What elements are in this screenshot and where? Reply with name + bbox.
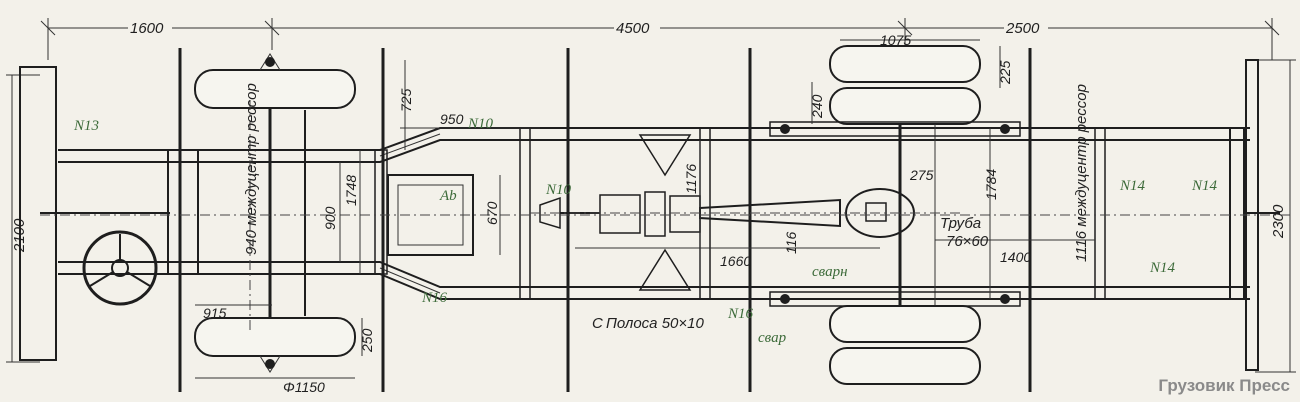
drivetrain — [530, 188, 960, 238]
dim-725: 725 — [398, 88, 414, 112]
pencil-n10-b: N10 — [545, 182, 572, 198]
inner-dimension-lines — [195, 39, 1095, 379]
dim-250: 250 — [359, 328, 375, 353]
rear-springs — [769, 121, 1021, 307]
watermark: Грузовик Пресс — [1158, 376, 1290, 395]
strip-prefix: С — [592, 315, 603, 332]
dim-1748: 1748 — [343, 175, 359, 206]
dim-wheel-diameter: Φ1150 — [283, 379, 325, 395]
pencil-ab: Ab — [439, 188, 457, 204]
dim-wheelbase: 4500 — [616, 20, 650, 37]
dim-915: 915 — [203, 305, 227, 321]
dim-1660: 1660 — [720, 253, 751, 269]
pencil-n10-a: N10 — [467, 116, 494, 132]
rear-right-wheels — [829, 305, 981, 385]
dim-rear-width: 2300 — [1270, 204, 1287, 239]
rear-left-wheels — [829, 45, 981, 125]
pencil-n16-b: N16 — [727, 306, 754, 322]
dim-950: 950 — [440, 111, 464, 127]
dim-1784: 1784 — [983, 169, 999, 200]
dim-1400: 1400 — [1000, 249, 1031, 265]
rear-width-dimension — [1255, 59, 1296, 373]
front-width-dimension — [6, 74, 40, 363]
pencil-n13: N13 — [73, 118, 99, 134]
dim-275: 275 — [909, 167, 934, 183]
dim-225: 225 — [997, 60, 1013, 85]
dim-1176: 1176 — [683, 164, 699, 194]
dim-track-rear: 1075 — [880, 32, 911, 48]
front-right-wheel — [194, 317, 356, 373]
pencil-n16-a: N16 — [421, 290, 448, 306]
front-spring-label: 940 междуцентр рессор — [243, 83, 260, 255]
steering-wheel — [82, 230, 158, 306]
tube-size-label: 76×60 — [946, 233, 989, 250]
dim-900: 900 — [322, 206, 338, 230]
dim-670: 670 — [484, 201, 500, 225]
pencil-svar: свар — [758, 330, 787, 346]
front-left-wheel — [194, 53, 356, 109]
dim-240: 240 — [809, 94, 825, 119]
dim-rear-overhang: 2500 — [1005, 20, 1040, 37]
pencil-n14-c: N14 — [1149, 260, 1176, 276]
body-mount-posts — [178, 48, 1032, 392]
strip-label: Полоса 50×10 — [606, 315, 704, 332]
frame-rails — [58, 127, 1250, 300]
pencil-svarn: сварн — [812, 264, 848, 280]
pencil-n14-a: N14 — [1119, 178, 1146, 194]
tube-label: Труба — [940, 215, 981, 232]
rear-spring-label: 1116 междуцентр рессор — [1073, 84, 1090, 262]
dim-116: 116 — [783, 231, 799, 254]
pencil-n14-b: N14 — [1191, 178, 1218, 194]
dim-front-overhang: 1600 — [130, 20, 164, 37]
